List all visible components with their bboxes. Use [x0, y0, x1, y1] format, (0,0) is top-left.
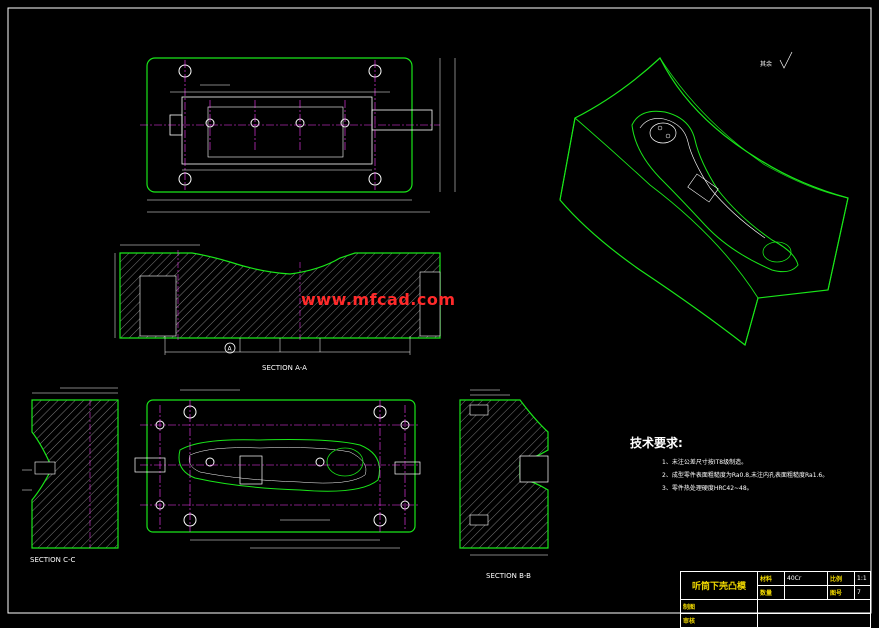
iso-cavity-outline	[631, 110, 799, 273]
technical-requirements: 技术要求: 1、未注公差尺寸按IT8级制造。 2、成型零件表面粗糙度为Ra0.8…	[630, 434, 828, 495]
drawn-value	[757, 599, 871, 614]
title-block: 听筒下壳凸模 材料 40Cr 比例 1:1 数量 图号 7 制图 审核	[680, 571, 871, 628]
roughness-note: 其余	[760, 60, 772, 68]
section-aa-view: A SECTION A-A	[114, 244, 441, 372]
datum-a-label: A	[228, 346, 233, 353]
datum-a-marker	[224, 342, 236, 354]
section-bb-view: SECTION B-B	[459, 389, 549, 580]
part-name: 听筒下壳凸模	[680, 571, 758, 600]
tech-item-3: 3、零件热处理硬度HRC42~48。	[662, 485, 753, 492]
isometric-view: 其余	[559, 51, 849, 347]
section-cc-label: SECTION C-C	[30, 556, 75, 564]
section-bb-label: SECTION B-B	[486, 572, 531, 580]
material-label: 材料	[757, 571, 785, 586]
section-cc-view: SECTION C-C	[22, 387, 119, 564]
tech-item-1: 1、未注公差尺寸按IT8级制造。	[662, 459, 748, 466]
drawing-no-value: 7	[854, 585, 871, 600]
quantity-label: 数量	[757, 585, 785, 600]
section-aa-label: SECTION A-A	[262, 364, 307, 372]
bottom-view-outline	[146, 399, 416, 533]
section-aa-profile	[119, 252, 441, 339]
scale-value: 1:1	[854, 571, 871, 586]
checked-value	[757, 613, 871, 628]
watermark: www.mfcad.com	[301, 290, 456, 309]
top-view	[140, 57, 456, 213]
drawn-label: 制图	[680, 599, 758, 614]
material-value: 40Cr	[784, 571, 828, 586]
checked-label: 审核	[680, 613, 758, 628]
roughness-symbol	[779, 51, 793, 69]
drawing-frame	[7, 7, 872, 614]
quantity-value	[784, 585, 828, 600]
scale-label: 比例	[827, 571, 855, 586]
iso-block-outline	[559, 57, 849, 347]
tech-title: 技术要求:	[630, 436, 683, 450]
tech-item-2: 2、成型零件表面粗糙度为Ra0.8,未注内孔表面粗糙度Ra1.6。	[662, 472, 829, 479]
drawing-no-label: 图号	[827, 585, 855, 600]
bottom-view	[134, 389, 421, 549]
